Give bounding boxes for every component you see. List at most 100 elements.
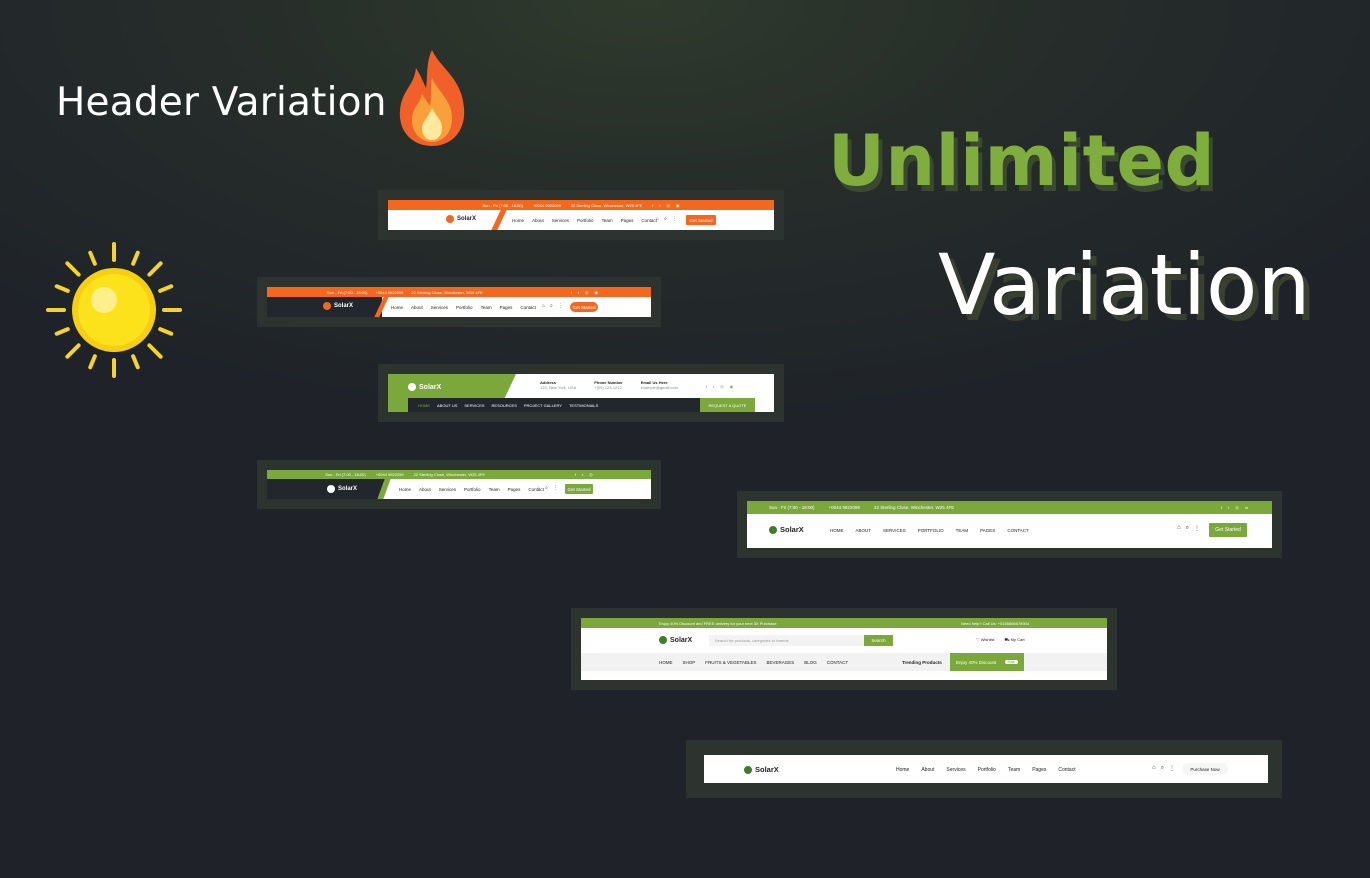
nav-about[interactable]: ABOUT (855, 528, 872, 533)
nav-services[interactable]: Services (438, 487, 457, 492)
cart-icon[interactable]: ⌂ (537, 485, 541, 491)
phone-value: +(00) 123-1212 (594, 385, 622, 390)
logo-icon (769, 525, 777, 534)
get-started-button[interactable]: Get Started (570, 302, 598, 312)
nav-portfolio[interactable]: Portfolio (977, 767, 996, 773)
topbar: Sun - Fri (7:00 - 18:00) +0044 9922099 2… (267, 470, 651, 479)
nav-services[interactable]: Services (946, 767, 966, 773)
nav-contact[interactable]: Contact (1058, 767, 1076, 773)
search-icon[interactable]: ⌕ (550, 303, 553, 309)
cart-icon[interactable]: ⌂ (1152, 765, 1156, 771)
nav-portfolio[interactable]: Portfolio (464, 487, 481, 492)
get-started-button[interactable]: Get Started (1209, 523, 1247, 537)
nav-project-gallery[interactable]: PROJECT GALLERY (523, 402, 562, 408)
nav-home[interactable]: Home (512, 218, 525, 223)
nav-home[interactable]: Home (391, 305, 404, 310)
logo[interactable]: SolarX (446, 215, 476, 223)
logo-icon (744, 765, 752, 774)
nav-portfolio[interactable]: PORTFOLIO (917, 528, 944, 533)
cart-icon[interactable]: ⌂ (542, 303, 546, 309)
nav-services[interactable]: Services (430, 305, 449, 310)
trending-products-link[interactable]: Trending Products (902, 660, 942, 665)
nav-pages[interactable]: Pages (507, 487, 521, 492)
discount-banner[interactable]: Enjoy 40% Discount Sale (950, 653, 1024, 671)
nav-testimonials[interactable]: TESTIMONIALS (568, 402, 599, 408)
nav-team[interactable]: TEAM (955, 528, 969, 533)
nav-services[interactable]: Services (551, 218, 570, 223)
nav-about[interactable]: About (532, 218, 544, 223)
cart-icon[interactable]: ⌂ (656, 216, 660, 222)
nav-blog[interactable]: BLOG (804, 660, 817, 665)
logo[interactable]: SolarX (769, 525, 804, 534)
header-variation-3: SolarX Address 123, New York, USA Phone … (378, 364, 784, 422)
nav-contact[interactable]: Contact (528, 487, 544, 492)
nav-contact[interactable]: Contact (520, 305, 536, 310)
nav-services[interactable]: SERVICES (883, 528, 906, 533)
sun-ray (147, 261, 163, 277)
nav-pages[interactable]: Pages (620, 218, 634, 223)
topbar-address: 22 Sterling Close, Winchester, W25 4FE (413, 472, 485, 477)
nav-team[interactable]: Team (601, 218, 613, 223)
nav-contact[interactable]: CONTACT (1007, 528, 1029, 533)
search-input[interactable]: Search for products, categories or brand… (709, 635, 864, 646)
nav-home[interactable]: Home (399, 487, 412, 492)
menu-icon[interactable]: ⋮ (552, 485, 558, 491)
nav-contact[interactable]: Contact (641, 218, 657, 223)
nav-pages[interactable]: PAGES (980, 528, 996, 533)
nav-portfolio[interactable]: Portfolio (456, 305, 473, 310)
menu-icon[interactable]: ⋮ (1169, 766, 1175, 772)
search-icon[interactable]: ⌕ (545, 485, 548, 491)
search-icon[interactable]: ⌕ (1185, 525, 1189, 531)
nav-home[interactable]: HOME (418, 402, 430, 408)
nav-portfolio[interactable]: Portfolio (577, 218, 594, 223)
logo[interactable]: SolarX (744, 765, 779, 774)
menu-icon[interactable]: ⋮ (557, 303, 563, 309)
nav-contact[interactable]: CONTACT (826, 660, 849, 665)
nav-about[interactable]: About (411, 305, 423, 310)
nav-team[interactable]: Team (480, 305, 492, 310)
search-button[interactable]: Search (864, 635, 893, 646)
sun-ray (54, 327, 70, 336)
nav-services[interactable]: SERVICES (464, 402, 485, 408)
nav-home[interactable]: HOME (659, 660, 673, 665)
cart-icon[interactable]: ⌂ (1177, 525, 1181, 531)
main-nav: Home About Services Portfolio Team Pages… (896, 767, 1076, 773)
search-icon[interactable]: ⌕ (664, 216, 667, 222)
wishlist-link[interactable]: ♡ Wishlist (976, 637, 995, 642)
logo[interactable]: SolarX (659, 636, 692, 644)
header-variation-4: Sun - Fri (7:00 - 18:00) +0044 9922099 2… (257, 460, 661, 509)
main-nav: HOME SHOP FRUITS & VEGETABLES BEVERAGES … (659, 660, 848, 665)
nav-team[interactable]: Team (1007, 767, 1021, 773)
nav-team[interactable]: Team (488, 487, 500, 492)
nav-about[interactable]: About (419, 487, 431, 492)
nav-pages[interactable]: Pages (499, 305, 513, 310)
email-label: Email Us Here (640, 380, 668, 385)
logo[interactable]: SolarX (323, 302, 353, 310)
purchase-now-button[interactable]: Purchase Now (1182, 763, 1228, 775)
nav-home[interactable]: Home (896, 767, 910, 773)
request-quote-button[interactable]: REQUEST A QUOTE (700, 398, 755, 412)
nav-about[interactable]: ABOUT US (437, 402, 458, 408)
get-started-button[interactable]: Get Started (686, 215, 716, 225)
menu-icon[interactable]: ⋮ (671, 216, 677, 222)
search-icon[interactable]: ⌕ (1160, 765, 1164, 771)
logo[interactable]: SolarX (408, 383, 441, 391)
nav-pages[interactable]: Pages (1032, 767, 1047, 773)
nav-fruits-vegetables[interactable]: FRUITS & VEGETABLES (705, 660, 757, 665)
logo[interactable]: SolarX (327, 485, 357, 493)
nav-about[interactable]: About (921, 767, 935, 773)
nav-resources[interactable]: RESOURCES (491, 402, 517, 408)
nav-shop[interactable]: SHOP (682, 660, 696, 665)
logo-icon (323, 302, 331, 310)
nav-beverages[interactable]: BEVERAGES (766, 660, 795, 665)
menu-icon[interactable]: ⋮ (1194, 526, 1200, 532)
topbar-phone: +0044 9922099 (375, 472, 404, 477)
cart-link[interactable]: ⛟ My Cart (1004, 637, 1025, 642)
get-started-button[interactable]: Get Started (565, 484, 593, 494)
nav-home[interactable]: HOME (830, 528, 844, 533)
